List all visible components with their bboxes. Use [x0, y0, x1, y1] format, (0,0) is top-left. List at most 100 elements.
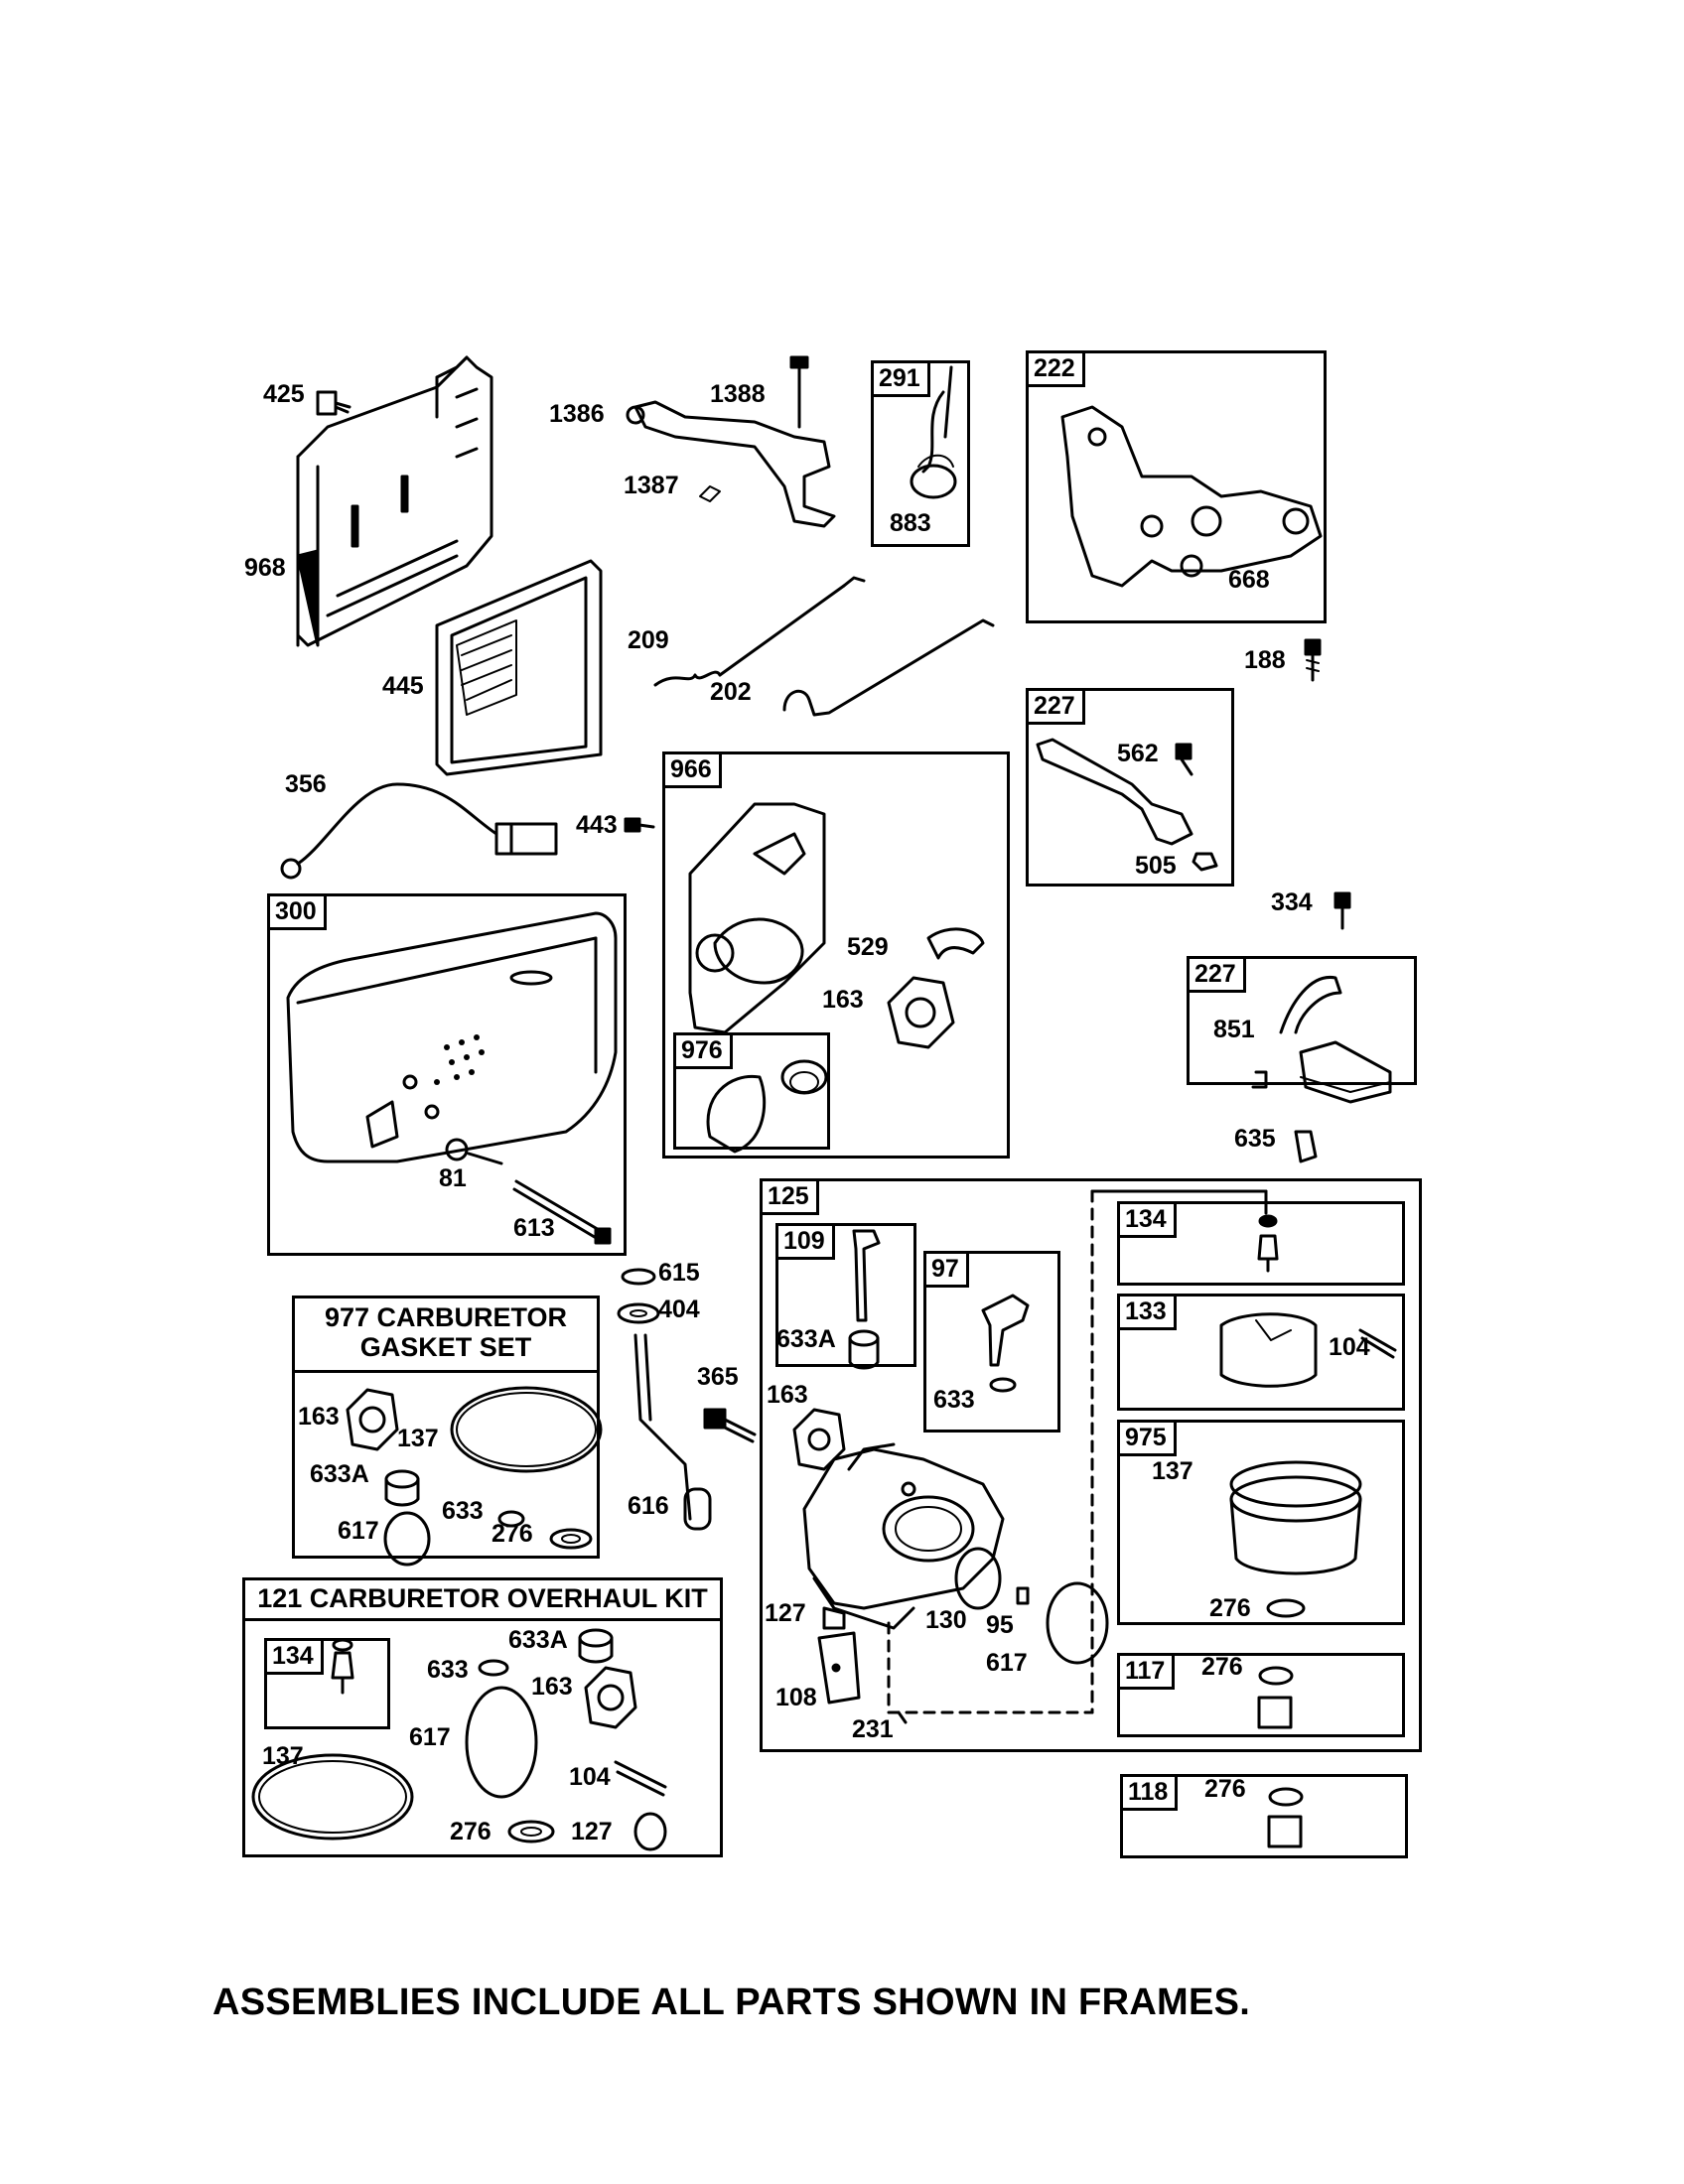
callout-635: 635 [1234, 1125, 1276, 1153]
callout-188: 188 [1244, 646, 1286, 674]
governor-spring-209-drawing [653, 576, 866, 687]
callout-968: 968 [244, 554, 286, 582]
part-291-drawing [910, 365, 957, 499]
callout-1388: 1388 [710, 380, 766, 408]
bolt-188-drawing [1304, 638, 1322, 682]
frame-tag: 118 [1123, 1777, 1179, 1811]
gasket-set-title-box: 977 CARBURETOR GASKET SET [295, 1298, 597, 1373]
frame-222: 222 [1026, 350, 1327, 623]
filter-976-drawing [706, 1059, 828, 1154]
fitting-635-drawing [1294, 1130, 1318, 1163]
frame-117: 117 [1117, 1653, 1405, 1737]
frame-tag: 300 [270, 896, 327, 930]
frame-125: 125 [760, 1178, 1422, 1752]
frame-976: 976 [673, 1032, 830, 1150]
control-bracket-222-drawing [1060, 405, 1323, 588]
frame-tag: 227 [1029, 691, 1085, 725]
kit-callout-617: 617 [409, 1723, 451, 1751]
carburetor-adapter-966-drawing [688, 802, 826, 1034]
assemblies-footer-note: ASSEMBLIES INCLUDE ALL PARTS SHOWN IN FR… [212, 1981, 1251, 2023]
bolt-365-drawing [703, 1408, 757, 1443]
callout-81: 81 [439, 1164, 467, 1192]
callout-137-bowl: 137 [1152, 1457, 1193, 1485]
gasket-set-drawing [346, 1386, 603, 1567]
gasket-set-callout-276: 276 [491, 1520, 533, 1548]
air-filter-base-968-drawing [296, 355, 493, 647]
callout-505: 505 [1135, 852, 1177, 880]
frame-tag: 134 [267, 1641, 324, 1675]
carburetor-125-drawing [792, 1189, 1397, 1848]
callout-617-carb: 617 [986, 1649, 1028, 1677]
stud-613-drawing [445, 1138, 612, 1245]
callout-529: 529 [847, 933, 889, 961]
gasket-set-title-line-2: GASKET SET [359, 1332, 532, 1362]
link-202-drawing [782, 618, 995, 717]
callout-425: 425 [263, 380, 305, 408]
kit-callout-163: 163 [531, 1673, 573, 1701]
gasket-set-callout-633A: 633A [310, 1460, 369, 1488]
callout-334: 334 [1271, 888, 1313, 916]
callout-276-118: 276 [1204, 1775, 1246, 1803]
bolt-443-drawing [624, 817, 655, 833]
callout-95: 95 [986, 1611, 1014, 1639]
callout-231: 231 [852, 1715, 894, 1743]
kit-callout-633: 633 [427, 1656, 469, 1684]
muffler-300-drawing [286, 911, 618, 1163]
callout-668: 668 [1228, 566, 1270, 594]
callout-404: 404 [658, 1296, 700, 1323]
callout-276-bowl: 276 [1209, 1594, 1251, 1622]
kit-callout-127: 127 [571, 1818, 613, 1845]
callout-613: 613 [513, 1214, 555, 1242]
callout-209: 209 [628, 626, 669, 654]
callout-104-float: 104 [1329, 1333, 1370, 1361]
kit-callout-137: 137 [262, 1742, 304, 1770]
air-filter-445-drawing [435, 559, 603, 776]
callout-1386: 1386 [549, 400, 605, 428]
frame-tag: 976 [676, 1035, 733, 1069]
kit-callout-633A: 633A [508, 1626, 568, 1654]
hose-529-drawing [926, 927, 985, 960]
frame-291: 291 [871, 360, 970, 547]
gasket-set-title-line-1: 977 CARBURETOR [324, 1302, 568, 1332]
frame-227-brace: 227 [1026, 688, 1234, 887]
gasket-set-callout-633: 633 [442, 1497, 484, 1525]
callout-615: 615 [658, 1259, 700, 1287]
frame-tag: 966 [665, 754, 722, 788]
frame-133: 133 [1117, 1294, 1405, 1411]
gasket-set-callout-137: 137 [397, 1425, 439, 1452]
callout-108: 108 [775, 1684, 817, 1711]
callout-1387: 1387 [624, 472, 679, 499]
frame-overhaul-kit: 121 CARBURETOR OVERHAUL KIT 134 [242, 1577, 723, 1857]
frame-tag: 109 [778, 1226, 835, 1260]
frame-gasket-set: 977 CARBURETOR GASKET SET [292, 1296, 600, 1559]
frame-tag: 125 [763, 1181, 819, 1215]
gasket-163-drawing [887, 976, 955, 1049]
callout-443: 443 [576, 811, 618, 839]
callout-562: 562 [1117, 740, 1159, 767]
callout-163-gasket: 163 [822, 986, 864, 1014]
callout-276-117: 276 [1201, 1653, 1243, 1681]
bolt-334-drawing [1333, 891, 1351, 930]
callout-130: 130 [925, 1606, 967, 1634]
frame-118: 118 [1120, 1774, 1408, 1858]
kit-callout-276: 276 [450, 1818, 491, 1845]
frame-109: 109 [775, 1223, 916, 1367]
callout-633A-109: 633A [776, 1325, 836, 1353]
frame-975: 975 [1117, 1420, 1405, 1625]
washers-615-404-drawing [617, 1268, 660, 1324]
frame-tag: 975 [1120, 1423, 1177, 1456]
bolt-425-drawing [316, 390, 351, 416]
frame-227-solenoid: 227 [1187, 956, 1417, 1085]
bracket-1386-drawing [626, 355, 836, 528]
choke-rod-616-drawing [633, 1333, 712, 1531]
kit-callout-104: 104 [569, 1763, 611, 1791]
callout-633-97: 633 [933, 1386, 975, 1414]
callout-127: 127 [765, 1599, 806, 1627]
brace-227-drawing [1036, 738, 1218, 872]
frame-300: 300 [267, 893, 627, 1256]
frame-tag: 134 [1120, 1204, 1177, 1238]
callout-356: 356 [285, 770, 327, 798]
overhaul-kit-title-box: 121 CARBURETOR OVERHAUL KIT [245, 1580, 720, 1621]
